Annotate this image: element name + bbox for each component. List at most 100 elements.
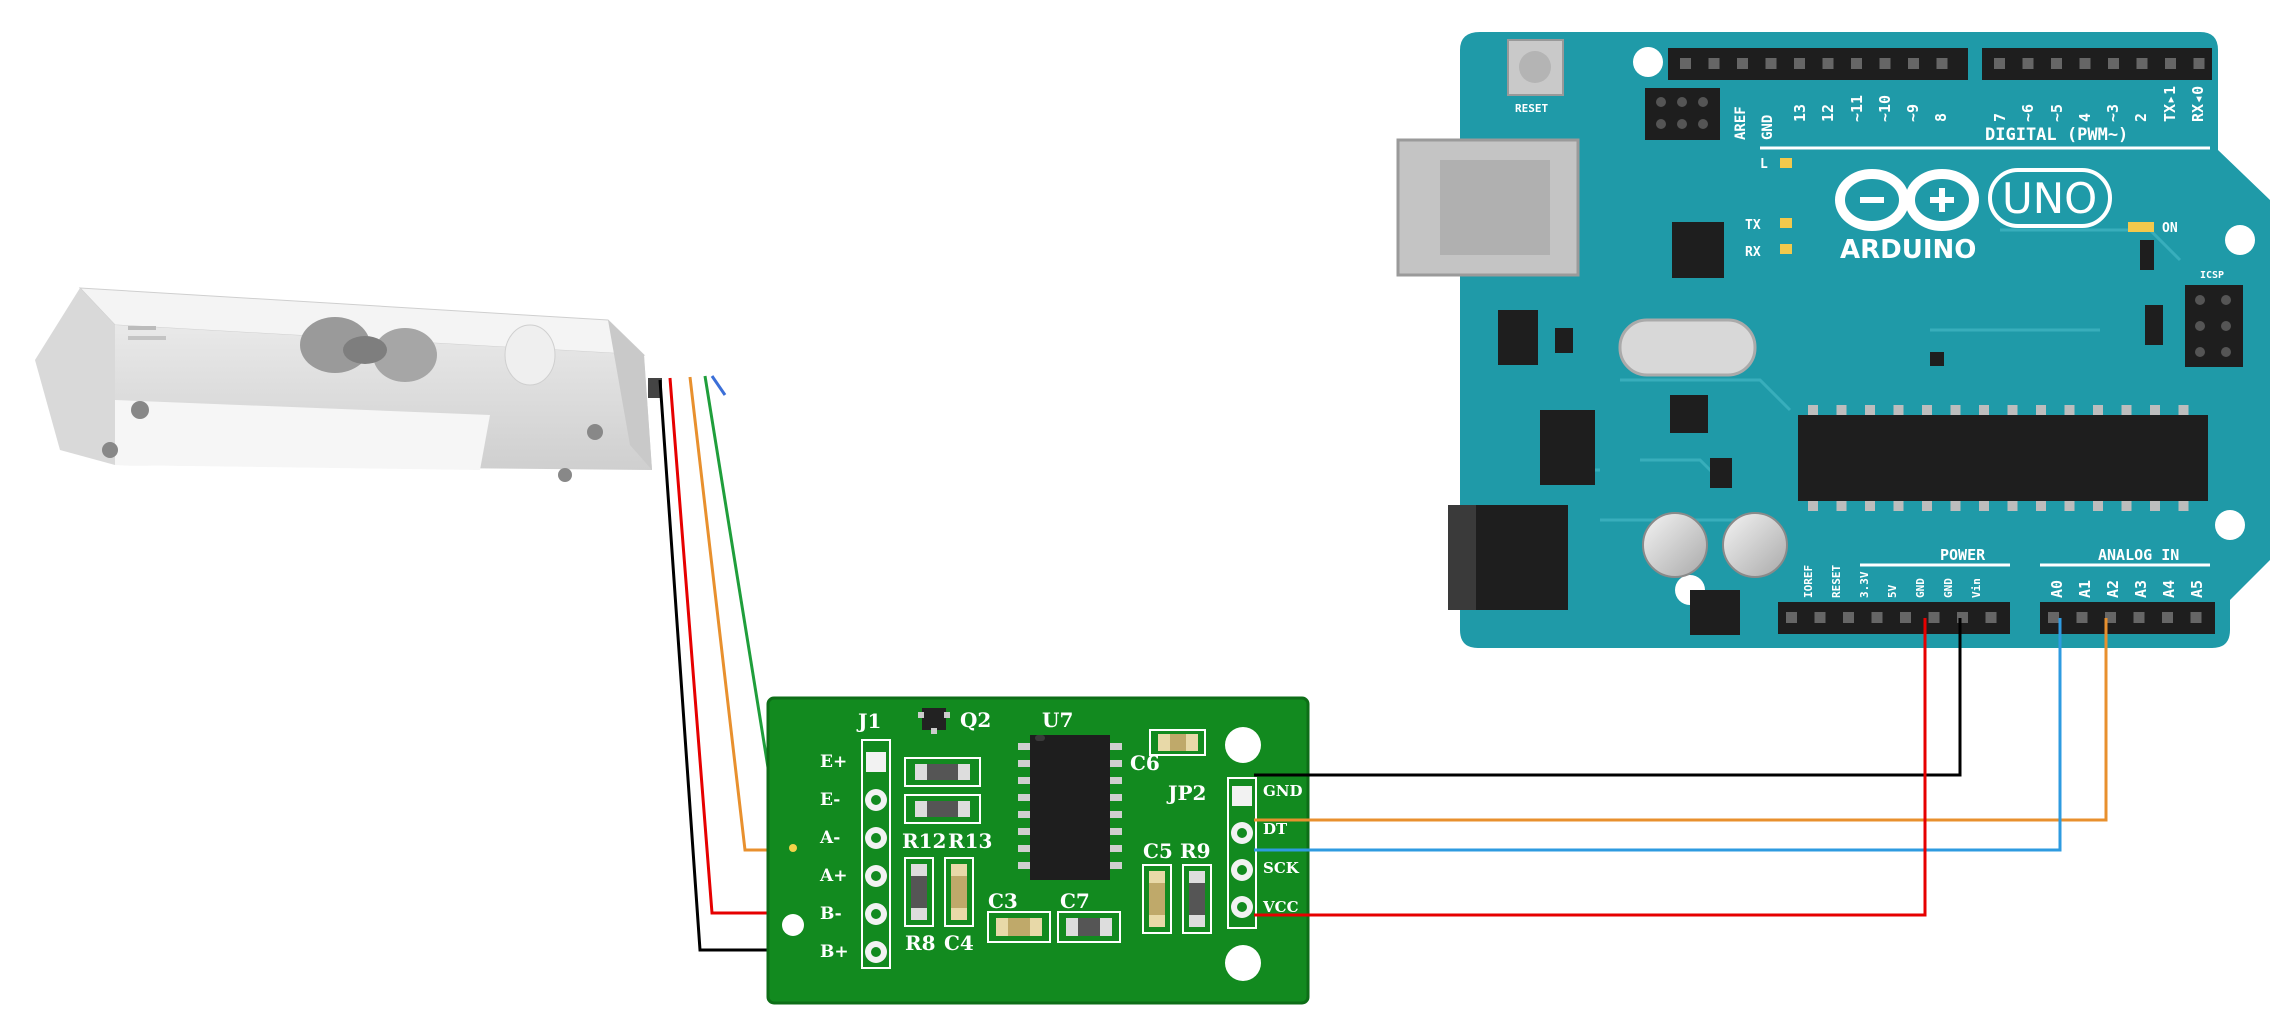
u7-pin — [1018, 862, 1030, 869]
reset-button[interactable] — [1507, 39, 1564, 96]
pin-label-e-minus: E- — [820, 790, 840, 810]
header-pin — [1994, 58, 2005, 69]
analog-pin-label: A1 — [2076, 580, 2094, 598]
analog-label: ANALOG IN — [2098, 546, 2179, 564]
u7-pin — [1110, 811, 1122, 818]
uno-mounting-hole — [2215, 510, 2245, 540]
header-pin — [1737, 58, 1748, 69]
chip-pin — [1950, 501, 1961, 511]
signal-wires — [1254, 618, 2108, 917]
digital-pin-label: ~6 — [2019, 104, 2037, 122]
jp2-pins — [1231, 786, 1253, 918]
c7-label: C7 — [1060, 889, 1090, 913]
load-cell — [35, 287, 662, 482]
u7-pin — [1110, 794, 1122, 801]
q2-label: Q2 — [960, 708, 991, 732]
pin-label-vcc: VCC — [1262, 898, 1299, 916]
pin-label-dt: DT — [1263, 820, 1288, 838]
load-cell-cable-gland — [648, 378, 662, 398]
header-pin — [2133, 612, 2145, 623]
header-pin — [1765, 58, 1777, 69]
r8-label: R8 — [905, 931, 936, 955]
u7-pins — [1018, 743, 1122, 869]
header-pin — [2048, 612, 2059, 623]
header-pin — [2136, 58, 2148, 69]
power-pin-label: IOREF — [1802, 565, 1815, 598]
power-pin-label: 5V — [1886, 584, 1899, 598]
jp2-label: JP2 — [1166, 781, 1206, 805]
header-pin — [2079, 58, 2091, 69]
wire-sck — [1254, 618, 2062, 852]
c4-label: C4 — [944, 931, 974, 955]
header-pin — [1879, 58, 1891, 69]
chip-pin — [1893, 501, 1904, 511]
mounting-hole — [782, 914, 804, 936]
j1-pins — [865, 752, 887, 963]
arduino-logo-text: ARDUINO — [1840, 235, 1976, 265]
load-cell-screw — [558, 468, 572, 482]
header-pin — [2190, 612, 2202, 623]
header-pin — [1786, 612, 1797, 623]
digital-header-pins — [1680, 58, 2205, 69]
analog-header — [2040, 602, 2215, 634]
u7-pin — [1018, 794, 1030, 801]
header-pin — [1985, 612, 1997, 623]
bottom-header-pins — [1786, 612, 2202, 623]
pin-label-gnd: GND — [1263, 782, 1303, 800]
j1-label: J1 — [856, 709, 881, 733]
digital-pin-label: 8 — [1932, 113, 1950, 122]
header-pin — [2162, 612, 2173, 623]
digital-pin-label: 13 — [1791, 104, 1809, 122]
atmega-pins — [1808, 405, 2189, 511]
pin-label-sck: SCK — [1263, 859, 1300, 877]
mounting-hole — [1225, 945, 1261, 981]
regulator-chip — [1540, 410, 1595, 485]
wire-green — [703, 375, 772, 781]
led-l-label: L — [1760, 157, 1768, 172]
power-pin-label: RESET — [1830, 565, 1843, 598]
digital-pin-label: RX◂0 — [2189, 86, 2207, 122]
chip-pin — [2064, 501, 2075, 511]
chip-pin — [2121, 501, 2132, 511]
chip-pin — [1836, 405, 1847, 415]
u7-pin — [1018, 828, 1030, 835]
chip-pin — [2121, 405, 2132, 415]
load-cell-wires — [658, 375, 778, 952]
r9-label: R9 — [1180, 839, 1211, 863]
chip-pin — [1865, 405, 1875, 415]
digital-pin-label: ~10 — [1876, 95, 1894, 122]
chip-pin — [2178, 405, 2189, 415]
analog-pin-label: A3 — [2132, 580, 2150, 598]
u7-pin — [1110, 777, 1122, 784]
pin-label-a-minus: A- — [819, 828, 840, 848]
power-header — [1778, 602, 2010, 634]
digital-pin-label: ~3 — [2104, 104, 2122, 122]
header-pin — [1814, 612, 1826, 623]
header-pin — [1871, 612, 1883, 623]
u7-pin — [1018, 845, 1030, 852]
chip-pin — [1808, 501, 1818, 511]
reset-label: RESET — [1515, 102, 1548, 115]
chip-pin — [2064, 405, 2075, 415]
icsp-header-top — [1645, 88, 1720, 140]
header-pin — [2108, 58, 2119, 69]
icsp-label: ICSP — [2200, 270, 2224, 281]
c3-label: C3 — [988, 889, 1018, 913]
header-pin — [1708, 58, 1720, 69]
digital-pin-label: ~9 — [1904, 104, 1922, 122]
chip-pin — [2093, 405, 2103, 415]
load-cell-screw — [102, 442, 118, 458]
chip-pin — [1979, 501, 1989, 511]
digital-pin-label: ~5 — [2048, 104, 2066, 122]
wire-dt — [1254, 618, 2108, 822]
digital-pin-label: 4 — [2076, 113, 2094, 122]
wire-blue — [710, 375, 727, 396]
wire-black — [658, 379, 778, 952]
pin-label-a-plus: A+ — [819, 866, 847, 886]
led-tx-label: TX — [1745, 218, 1761, 233]
digital-pin-label: 7 — [1991, 113, 2009, 122]
